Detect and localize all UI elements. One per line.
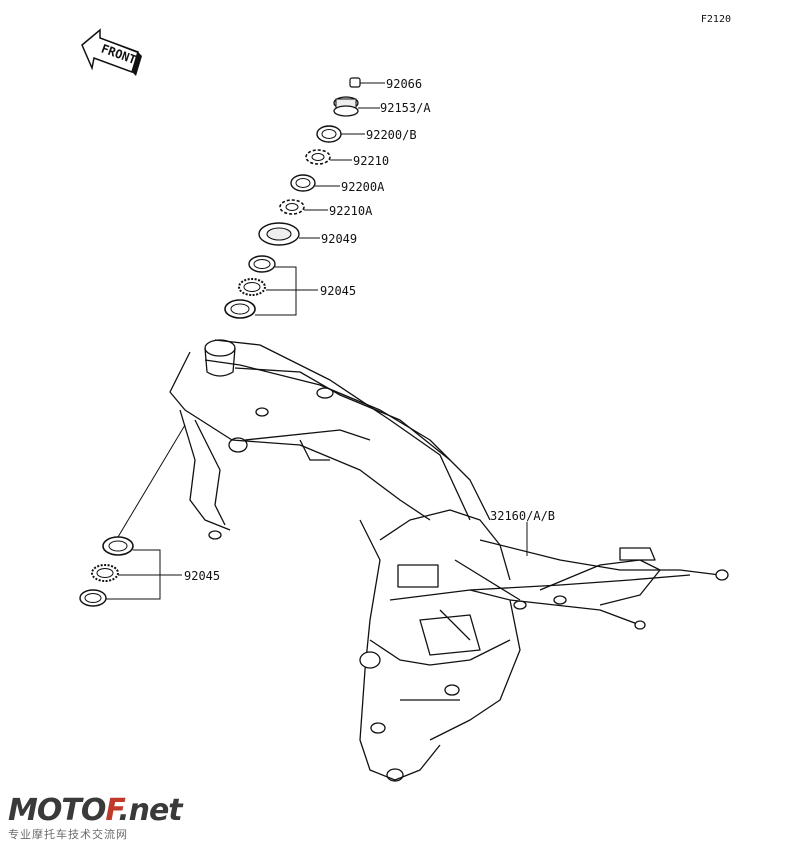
part-label: 92210A [329, 204, 373, 218]
watermark-tagline: 专业摩托车技术交流网 [8, 828, 128, 841]
part-92200A[interactable]: 92200A [290, 174, 385, 194]
watermark-brand-prefix: MOTO [8, 793, 106, 828]
part-label: 92153/A [380, 101, 431, 115]
part-label: 92210 [353, 154, 389, 168]
watermark-brand: MOTOF.net [8, 793, 183, 828]
front-arrow-icon: FRONT [81, 28, 142, 76]
part-92210[interactable]: 92210 [305, 149, 389, 168]
diagram-code: F2120 [700, 14, 731, 25]
watermark-brand-suffix: F [105, 793, 119, 828]
part-92045-lower[interactable]: 92045 [79, 424, 220, 607]
part-92200B[interactable]: 92200/B [316, 125, 417, 143]
part-label: 32160/A/B [490, 509, 555, 523]
part-92049[interactable]: 92049 [258, 222, 357, 246]
part-label: 92200A [341, 180, 385, 194]
watermark-domain: .net [118, 793, 182, 828]
part-32160[interactable]: 32160/A/B [490, 509, 555, 556]
part-label: 92200/B [366, 128, 417, 142]
part-92045-upper[interactable]: 92045 [224, 255, 356, 319]
part-92153[interactable]: 92153/A [333, 96, 431, 117]
watermark-logo: MOTOF.net 专业摩托车技术交流网 [8, 793, 183, 842]
part-92066[interactable]: 92066 [349, 77, 422, 91]
part-label: 92066 [386, 77, 422, 91]
part-label: 92049 [321, 232, 357, 246]
part-label: 92045 [320, 284, 356, 298]
part-92210A[interactable]: 92210A [279, 199, 373, 218]
part-label: 92045 [184, 569, 220, 583]
frame-drawing[interactable] [169, 339, 729, 782]
